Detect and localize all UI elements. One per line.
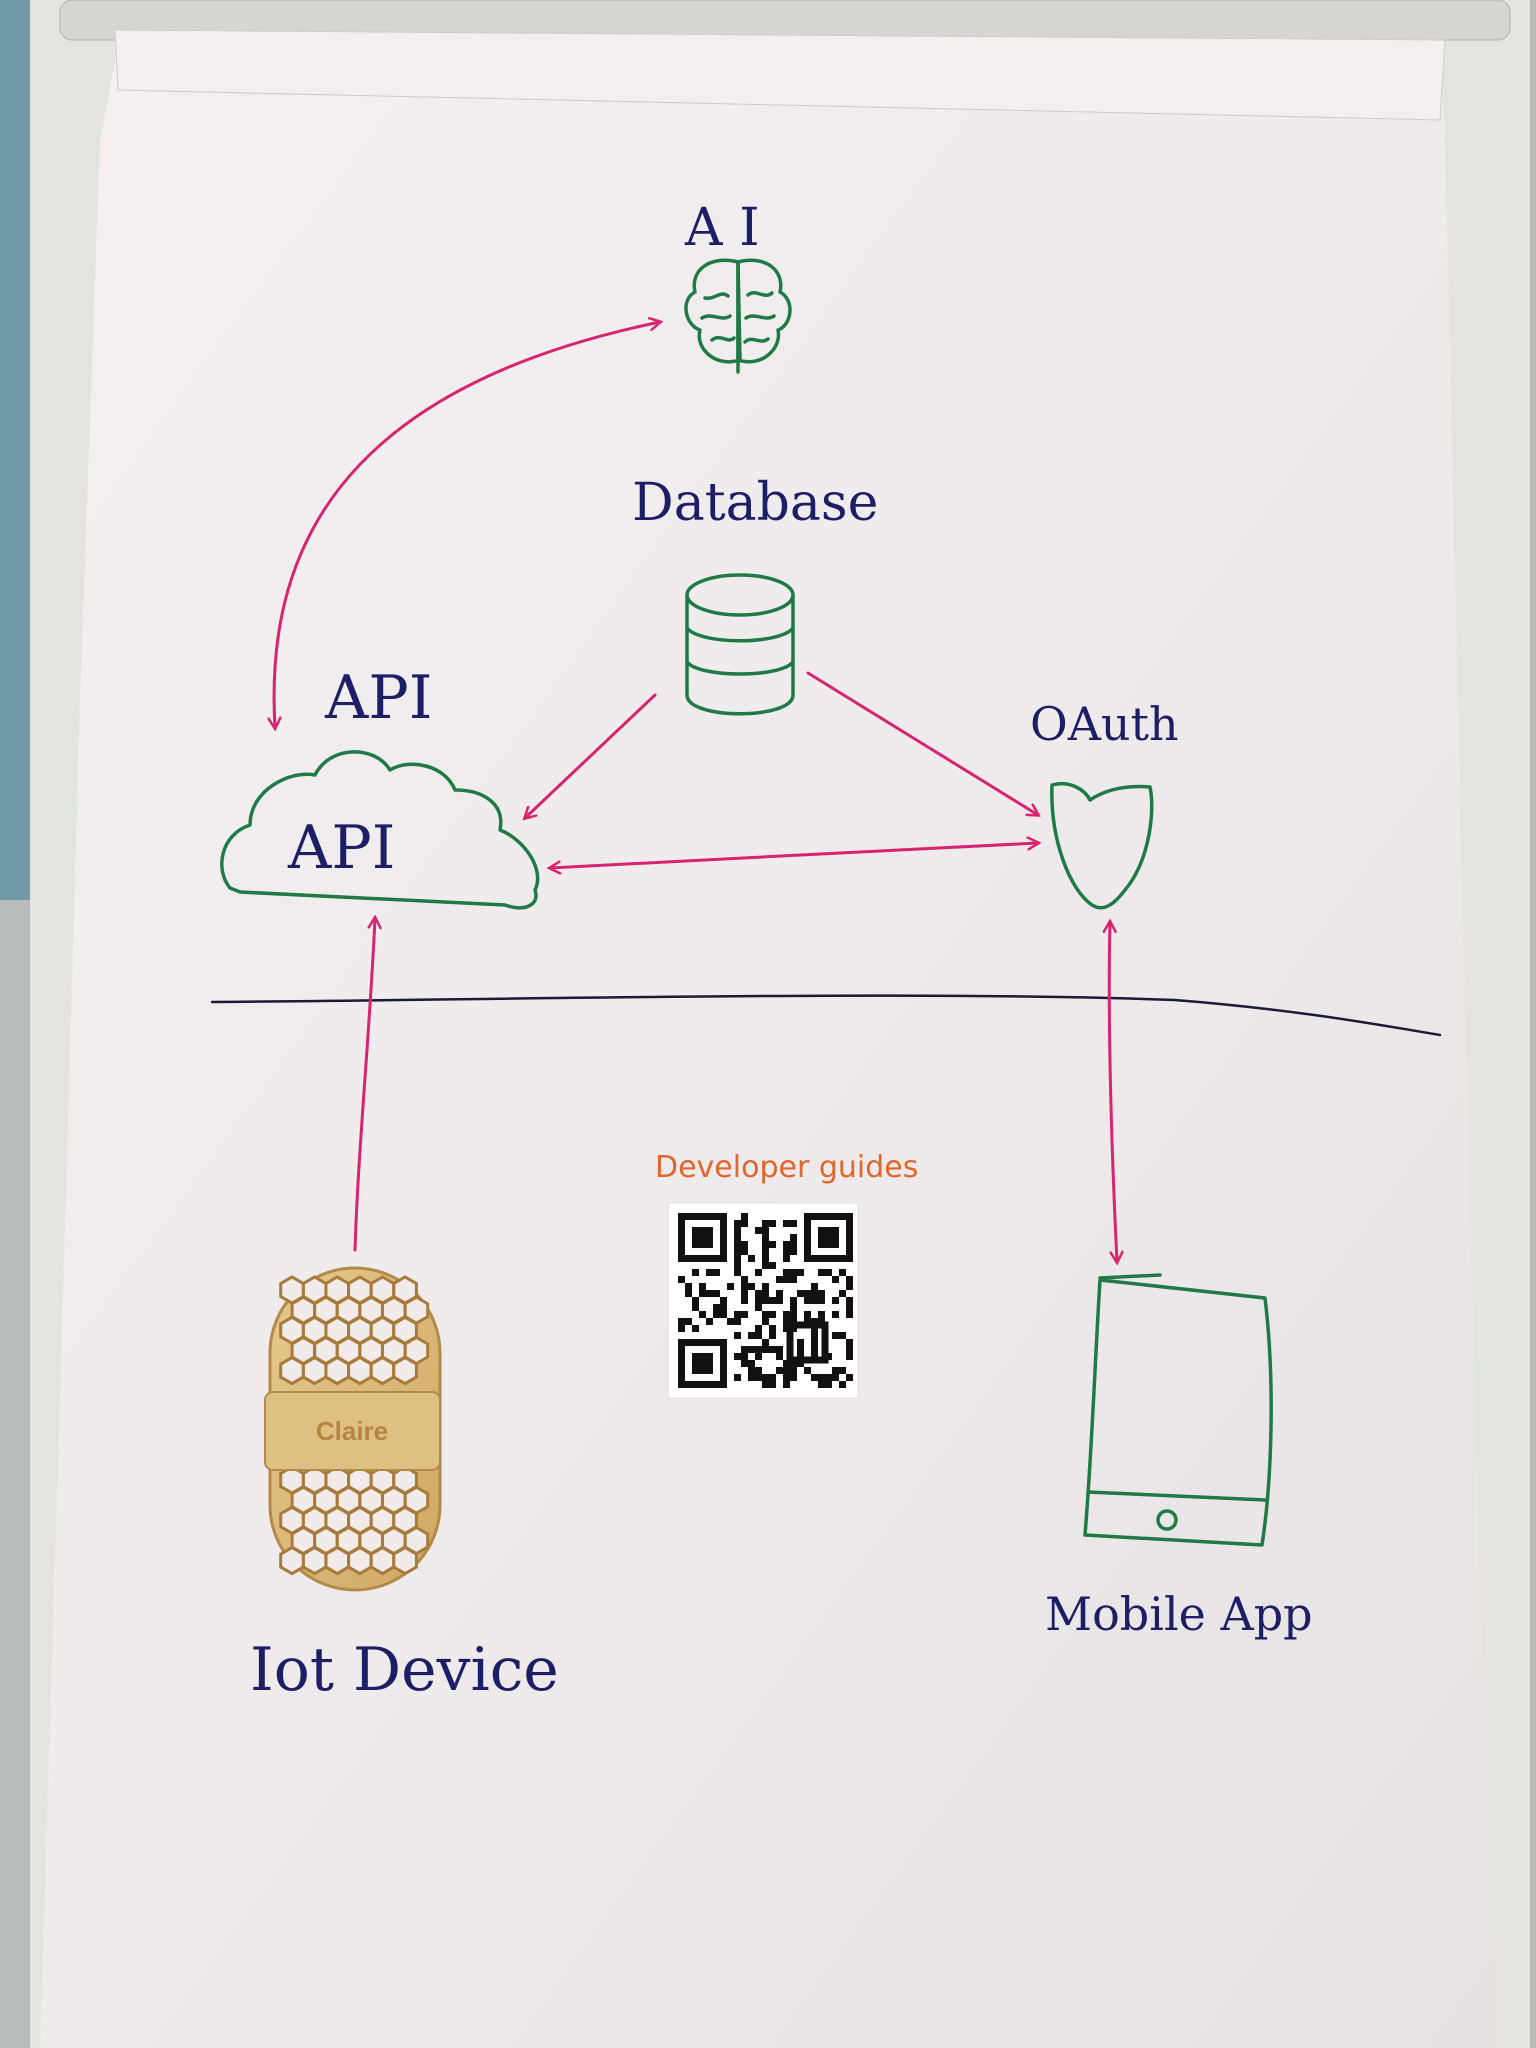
oauth-label: OAuth	[1030, 697, 1179, 751]
device-name-plate	[264, 1391, 441, 1471]
ai-label: A I	[684, 198, 760, 258]
database-node: Database	[632, 473, 878, 716]
database-icon	[685, 573, 795, 716]
paper-roll-edge	[114, 29, 1446, 121]
paper-sheet	[40, 35, 1500, 2048]
wooden-device-icon: Claire	[264, 1266, 442, 1592]
divider-line	[210, 994, 1442, 1037]
qr-node: Developer guides	[655, 1150, 918, 1399]
mobile-app-label: Mobile App	[1045, 1587, 1313, 1641]
shield-icon	[1050, 782, 1154, 910]
qr-caption: Developer guides	[655, 1150, 918, 1185]
edge-iot-api	[353, 918, 375, 1252]
cloud-icon	[220, 750, 540, 910]
api-label: API	[324, 663, 432, 733]
mobile-app-node: Mobile App	[1045, 1273, 1313, 1641]
mobile-phone-icon	[1083, 1273, 1273, 1547]
api-cloud-inner-label: API	[287, 813, 395, 883]
edges	[274, 322, 1117, 1262]
qr-code-icon	[667, 1202, 859, 1399]
edge-api-oauth	[550, 843, 1038, 868]
iot-device-node: Claire Iot Device	[250, 1266, 559, 1705]
edge-api-ai	[274, 322, 660, 728]
brain-icon	[684, 258, 792, 374]
edge-oauth-mobile	[1109, 922, 1117, 1262]
ai-node: A I	[684, 198, 792, 374]
oauth-node: OAuth	[1030, 697, 1179, 910]
edge-database-api	[525, 693, 657, 818]
iot-device-label: Iot Device	[250, 1635, 559, 1705]
edge-database-oauth	[806, 671, 1038, 815]
device-engraving: Claire	[316, 1416, 388, 1446]
database-label: Database	[632, 473, 878, 533]
